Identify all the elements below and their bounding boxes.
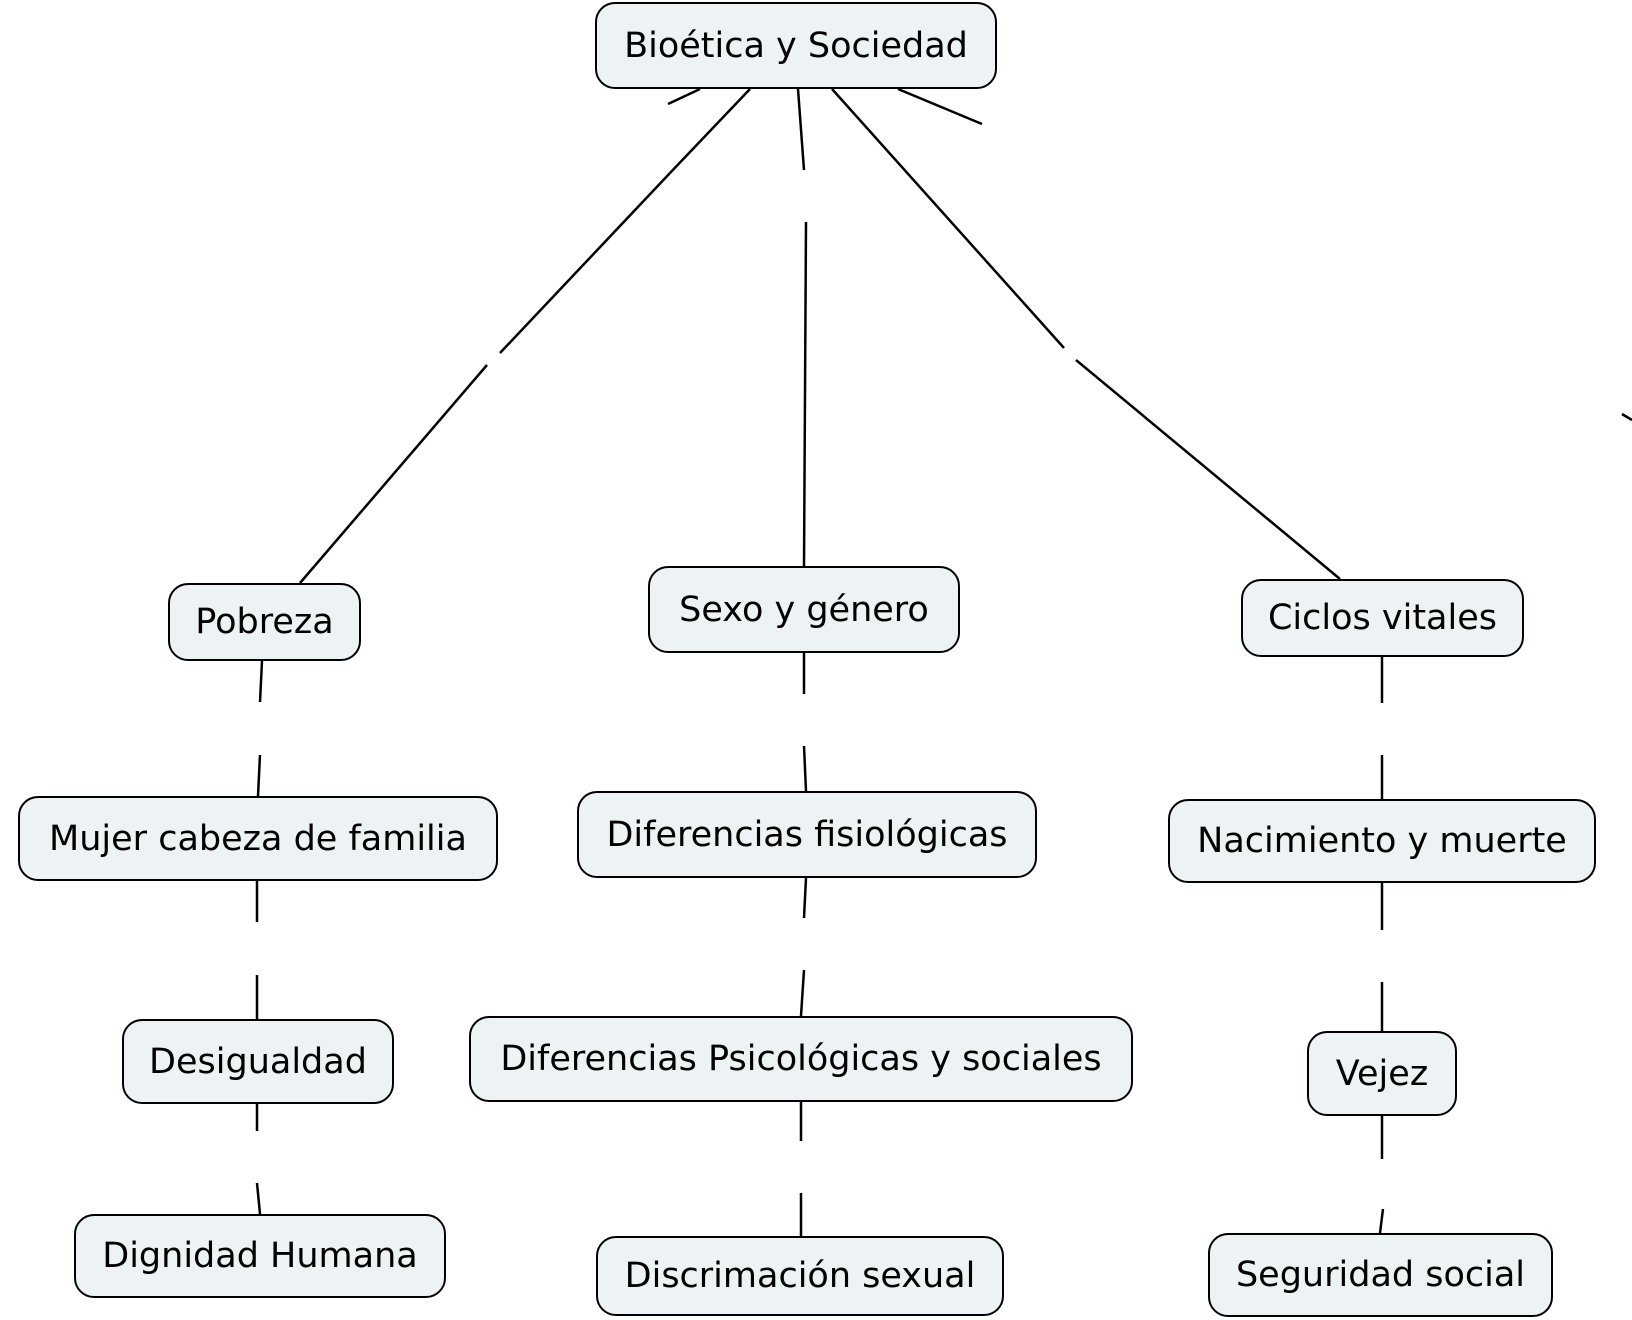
node-bioetica-y-sociedad[interactable]: Bioética y Sociedad (595, 2, 997, 89)
node-diferencias-psicologicas[interactable]: Diferencias Psicológicas y sociales (469, 1016, 1133, 1102)
link-root-sexo (802, 221, 808, 567)
link-difis-dipsi (802, 877, 808, 919)
stray-stroke (1621, 412, 1632, 422)
node-seguridad-social[interactable]: Seguridad social (1208, 1233, 1553, 1317)
node-discrimacion-sexual[interactable]: Discrimación sexual (596, 1236, 1004, 1316)
link-root-ciclos (1075, 359, 1341, 580)
stray-stroke (667, 87, 701, 106)
node-desigualdad[interactable]: Desigualdad (122, 1019, 394, 1104)
link-root-ciclos (831, 88, 1065, 349)
link-pobreza-mujer (258, 660, 264, 703)
node-pobreza[interactable]: Pobreza (168, 583, 361, 661)
node-ciclos-vitales[interactable]: Ciclos vitales (1241, 579, 1524, 657)
link-sexo-difis (802, 745, 808, 792)
stray-stroke (897, 87, 983, 126)
link-pobreza-mujer (256, 754, 262, 797)
node-mujer-cabeza-de-familia[interactable]: Mujer cabeza de familia (18, 796, 498, 881)
link-root-pobreza (669, 88, 751, 174)
link-root-pobreza (499, 172, 671, 354)
node-nacimiento-y-muerte[interactable]: Nacimiento y muerte (1168, 799, 1596, 883)
node-vejez[interactable]: Vejez (1307, 1031, 1457, 1116)
node-sexo-y-genero[interactable]: Sexo y género (648, 566, 960, 653)
link-root-pobreza (299, 364, 488, 584)
link-difis-dipsi (799, 969, 806, 1017)
link-vejez-segu (1378, 1208, 1385, 1234)
link-root-sexo (796, 88, 806, 171)
node-dignidad-humana[interactable]: Dignidad Humana (74, 1214, 446, 1298)
node-diferencias-fisiologicas[interactable]: Diferencias fisiológicas (577, 791, 1037, 878)
link-desig-dign (255, 1182, 262, 1215)
